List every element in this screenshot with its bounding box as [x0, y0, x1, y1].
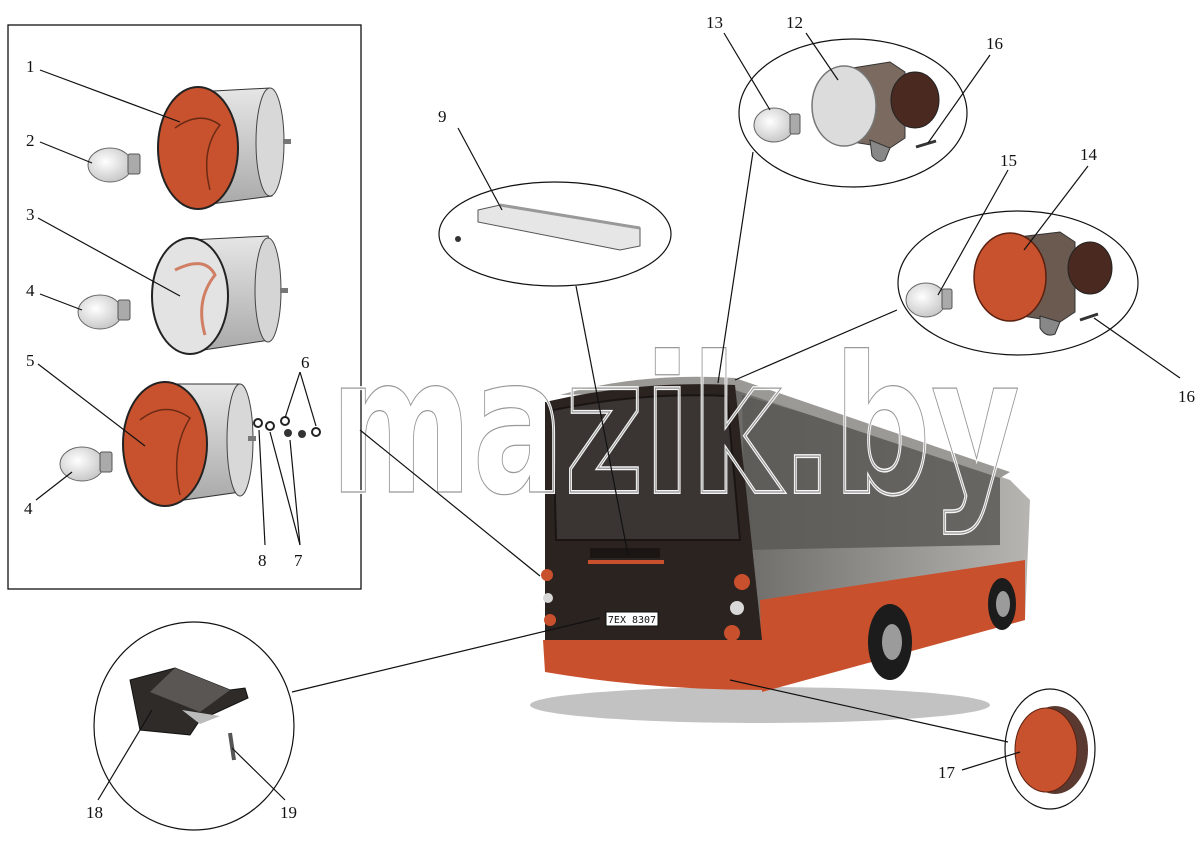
- callout-13: 13: [706, 13, 723, 32]
- callout-3: 3: [26, 205, 35, 224]
- callout-16-lower: 16: [1178, 387, 1195, 406]
- fasteners-6-7-8: [253, 416, 321, 438]
- callout-12: 12: [786, 13, 803, 32]
- lamp-1-rear-light: [157, 86, 291, 210]
- callout-4-upper: 4: [26, 281, 35, 300]
- callout-15: 15: [1000, 151, 1017, 170]
- license-plate-text: 7EX 8307: [608, 615, 656, 626]
- bulb-4-upper: [77, 294, 131, 330]
- part-9-light-bar: [455, 203, 641, 251]
- bulb-15: [905, 282, 953, 318]
- bulb-2: [87, 147, 141, 183]
- part-12-clearance-lamp: [811, 61, 940, 162]
- lamp-5-turn-light: [122, 381, 256, 507]
- bulb-13: [753, 107, 801, 143]
- watermark-text: mazik.by: [330, 316, 1020, 537]
- screw-16-lower: [1079, 312, 1099, 322]
- callout-8: 8: [258, 551, 267, 570]
- callout-5: 5: [26, 351, 35, 370]
- screw-19: [228, 732, 236, 761]
- callout-1: 1: [26, 57, 35, 76]
- callout-14: 14: [1080, 145, 1098, 164]
- screw-16-upper: [915, 139, 937, 149]
- callout-2: 2: [26, 131, 35, 150]
- callout-9: 9: [438, 107, 447, 126]
- watermark-outline: mazik.by: [330, 316, 1020, 537]
- bus-illustration: 7EX 8307: [530, 376, 1030, 723]
- callout-19: 19: [280, 803, 297, 822]
- callout-numbers: 1 2 3 4 5 4 6 8 7 9 13 12 16 15 14 16 17…: [24, 13, 1195, 822]
- callout-16-upper: 16: [986, 34, 1003, 53]
- lamp-3-housing: [151, 235, 288, 355]
- callout-18: 18: [86, 803, 103, 822]
- part-14-side-marker-lamp: [973, 231, 1113, 336]
- callout-7: 7: [294, 551, 303, 570]
- leader-lines: [35, 32, 1181, 801]
- part-18-license-plate-lamp: [129, 667, 249, 736]
- callout-6: 6: [301, 353, 310, 372]
- part-17-reflector: [1014, 706, 1088, 794]
- callout-17: 17: [938, 763, 956, 782]
- callout-4-lower: 4: [24, 499, 33, 518]
